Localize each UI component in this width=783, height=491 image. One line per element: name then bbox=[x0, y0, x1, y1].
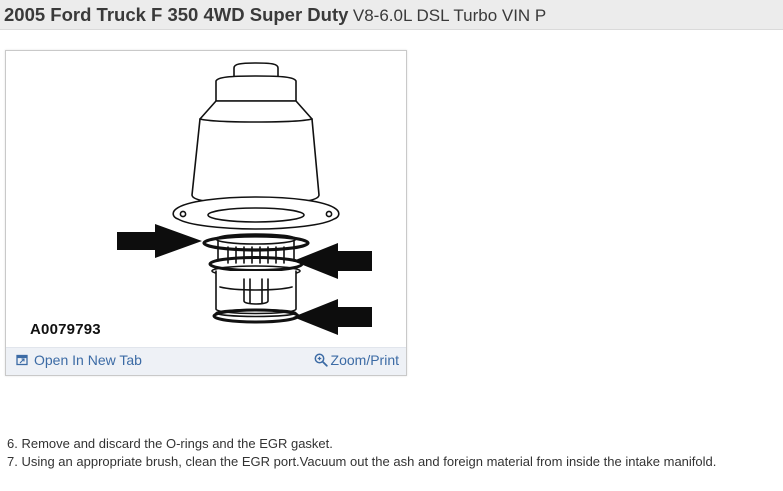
figure-footer: Open In New Tab Zoom/Print bbox=[6, 347, 406, 375]
engine-spec: V8-6.0L DSL Turbo VIN P bbox=[352, 6, 547, 25]
figure-id-label: A0079793 bbox=[30, 321, 101, 338]
step-6: 6. Remove and discard the O-rings and th… bbox=[7, 436, 333, 451]
magnifier-icon bbox=[314, 353, 328, 367]
vehicle-title: 2005 Ford Truck F 350 4WD Super Duty bbox=[4, 4, 349, 25]
figure-card: A0079793 Open In New Tab Zoom/Print bbox=[5, 50, 407, 376]
open-in-new-tab-label: Open In New Tab bbox=[34, 352, 142, 368]
step-7: 7. Using an appropriate brush, clean the… bbox=[7, 454, 717, 469]
egr-valve-illustration bbox=[117, 62, 372, 335]
open-in-new-tab-icon bbox=[16, 354, 28, 366]
page-header: 2005 Ford Truck F 350 4WD Super Duty V8-… bbox=[0, 0, 783, 30]
procedure-steps: 6. Remove and discard the O-rings and th… bbox=[7, 435, 783, 471]
open-in-new-tab-link[interactable]: Open In New Tab bbox=[16, 352, 142, 368]
zoom-print-label: Zoom/Print bbox=[330, 352, 399, 368]
zoom-print-link[interactable]: Zoom/Print bbox=[314, 352, 399, 368]
